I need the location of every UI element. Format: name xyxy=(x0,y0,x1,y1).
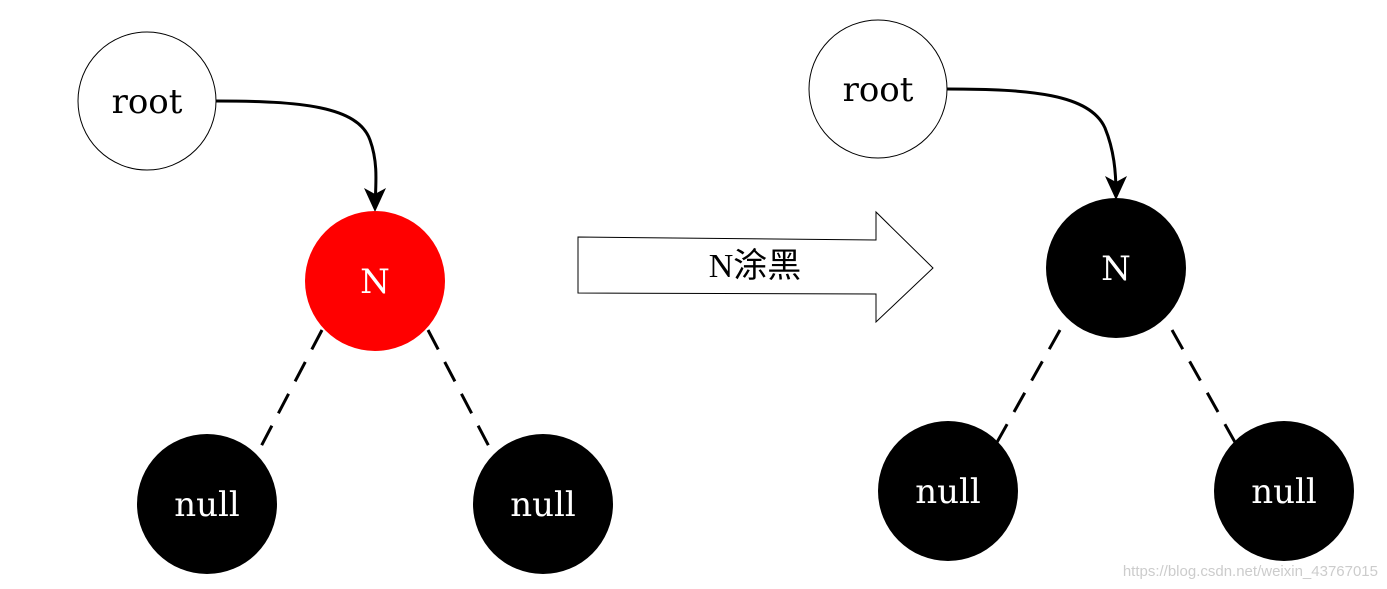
before-left-edge xyxy=(254,329,324,457)
transition-label: N涂黑 xyxy=(709,247,802,285)
watermark-text: https://blog.csdn.net/weixin_43767015 xyxy=(1123,563,1378,580)
after-right-edge xyxy=(1170,329,1238,445)
before-right-null-label: null xyxy=(510,485,576,525)
after-right-null-node xyxy=(1214,421,1354,561)
before-left-null-label: null xyxy=(174,485,240,525)
before-n-node xyxy=(305,211,445,351)
after-left-edge xyxy=(994,329,1062,445)
before-right-null-node xyxy=(473,434,613,574)
transition-arrow-shape xyxy=(577,210,934,324)
before-tree: root N null null xyxy=(77,31,613,574)
after-tree: root N null null xyxy=(808,19,1354,561)
before-left-null-node xyxy=(137,434,277,574)
after-right-null-label: null xyxy=(1251,472,1317,512)
before-n-label: N xyxy=(360,262,390,302)
before-root-label: root xyxy=(112,82,183,122)
after-left-null-node xyxy=(878,421,1018,561)
after-root-pointer xyxy=(946,87,1118,195)
after-n-label: N xyxy=(1101,249,1131,289)
after-n-node xyxy=(1046,198,1186,338)
before-right-edge xyxy=(426,329,496,457)
before-root-node xyxy=(77,31,217,171)
transition-arrow: N涂黑 xyxy=(577,210,934,324)
before-root-pointer-arrowhead xyxy=(364,188,386,212)
after-root-label: root xyxy=(843,70,914,110)
after-left-null-label: null xyxy=(915,472,981,512)
before-root-pointer xyxy=(215,99,378,207)
after-root-pointer-arrowhead xyxy=(1105,176,1127,200)
after-root-node xyxy=(808,19,948,159)
